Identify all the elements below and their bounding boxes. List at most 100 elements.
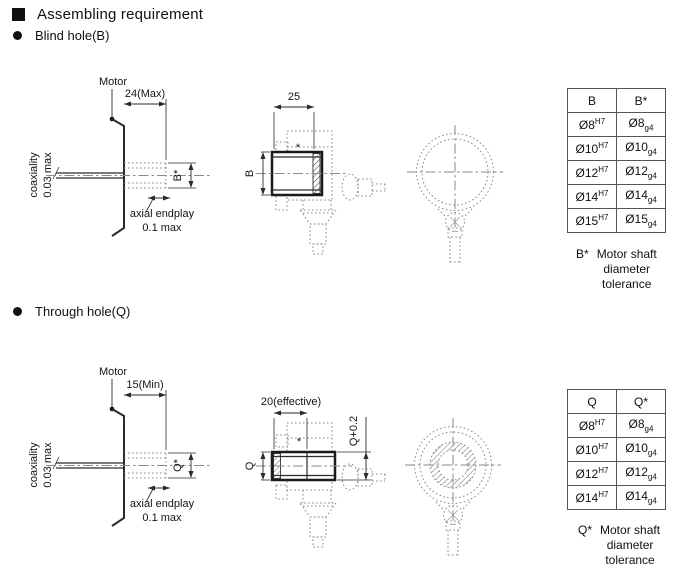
shaft-bore-dimension: Q* [168,452,196,479]
footnote-line: diameter [606,538,654,552]
hole-diameter-cell: Ø14H7 [567,485,617,510]
bottom-cone-outline [299,209,337,225]
blind-hole-outline [124,162,167,189]
shaft-bore-label: Q* [172,458,184,472]
column-header: Q [567,389,617,414]
column-header: Q* [616,389,666,414]
shaft-diameter-cell: Ø14g4 [616,485,666,510]
footnote-line: diameter [603,262,651,276]
connector-circle [445,212,465,232]
motor-label: Motor [99,76,127,88]
section-heading-blind-hole: Blind hole(B) [13,28,109,43]
section-heading-through-hole: Through hole(Q) [13,304,130,319]
bottom-cone-outline [299,502,337,518]
shaft-bore-label: B* [172,169,184,181]
bottom-connector-outline [309,223,327,245]
motor-label: Motor [99,366,127,378]
sleeve-length-label: 25 [288,91,300,103]
hole-diameter-cell: Ø15H7 [567,208,617,233]
depth-dimension-label: 24(Max) [125,88,165,100]
hole-diameter-cell: Ø8H7 [567,413,617,438]
encoder-front-view [405,418,501,556]
bottom-connector-outline [309,516,327,538]
asterisk-mark: * [296,142,301,154]
connector-circle [443,505,463,525]
hole-diameter-cell: Ø10H7 [567,437,617,462]
footnote-line: tolerance [602,277,652,291]
side-connector-outline [341,173,359,201]
footnote-marker: Q* [578,523,593,537]
shaft-diameter-cell: Ø8g4 [616,413,666,438]
circle-bullet-icon [13,31,22,40]
footnote-line: Motor shaft [600,523,661,537]
through-hole-assembly-drawing: Motor 15(Min) [28,366,501,556]
motor-side-view: Motor 15(Min) [28,366,212,527]
coaxiality-label: coaxiality [28,152,40,198]
endplay-label: axial endplay [130,208,195,220]
column-header: B* [616,88,666,113]
shaft-diameter-cell: Ø14g4 [616,184,666,209]
hole-diameter-cell: Ø8H7 [567,112,617,137]
motor-mounting-plate [111,118,125,237]
footnote-line: tolerance [605,553,655,567]
column-header: B [567,88,617,113]
sleeve-length-label: 20(effective) [261,396,321,408]
table-footnote-blind: B* Motor shaft diameter tolerance [576,247,657,292]
footnote-text: Motor shaft diameter tolerance [597,247,657,292]
axial-endplay-annotation: axial endplay 0.1 max [130,485,195,524]
hole-diameter-cell: Ø12H7 [567,160,617,185]
clearance-dimension: Q+0.2 [337,416,371,481]
square-bullet-icon [12,8,25,21]
table-footnote-through: Q* Motor shaft diameter tolerance [578,523,660,568]
bore-dimension: B [244,151,270,196]
bore-label: B [244,170,256,177]
side-connector-outline [341,463,359,491]
endplay-value: 0.1 max [142,222,182,234]
through-hole-outline [124,452,167,479]
bore-label: Q [244,461,256,470]
coaxiality-label: coaxiality [28,442,40,488]
page-title-row: Assembling requirement [12,6,203,23]
blind-hole-assembly-drawing: Motor 24(Max) [28,76,503,263]
bore-dimension: Q [244,451,270,481]
endplay-value: 0.1 max [142,512,182,524]
motor-mounting-plate [111,408,125,527]
shaft-diameter-cell: Ø12g4 [616,461,666,486]
section-label: Blind hole(B) [35,28,110,43]
footnote-line: Motor shaft [596,247,657,261]
encoder-side-view: * 25 B [244,91,386,255]
coaxiality-value: 0.03 max [42,442,54,488]
hole-diameter-cell: Ø14H7 [567,184,617,209]
footnote-text: Motor shaft diameter tolerance [600,523,660,568]
motor-side-view: Motor 24(Max) [28,76,212,237]
shaft-diameter-cell: Ø12g4 [616,160,666,185]
coaxiality-value: 0.03 max [42,152,54,198]
shaft-diameter-cell: Ø8g4 [616,112,666,137]
encoder-side-view: * 20(effective) Q Q+0.2 [244,396,386,548]
section-label: Through hole(Q) [35,304,131,319]
circle-bullet-icon [13,307,22,316]
footnote-marker: B* [576,247,589,261]
asterisk-mark: * [297,436,302,448]
shaft-bore-dimension: B* [168,162,196,189]
depth-dimension-label: 15(Min) [126,379,163,391]
clearance-dimension-label: Q+0.2 [348,416,360,446]
page-title: Assembling requirement [37,6,204,23]
encoder-front-view [407,125,503,263]
endplay-label: axial endplay [130,498,195,510]
axial-endplay-annotation: axial endplay 0.1 max [130,195,195,234]
shaft-diameter-cell: Ø15g4 [616,208,666,233]
hole-diameter-cell: Ø10H7 [567,136,617,161]
